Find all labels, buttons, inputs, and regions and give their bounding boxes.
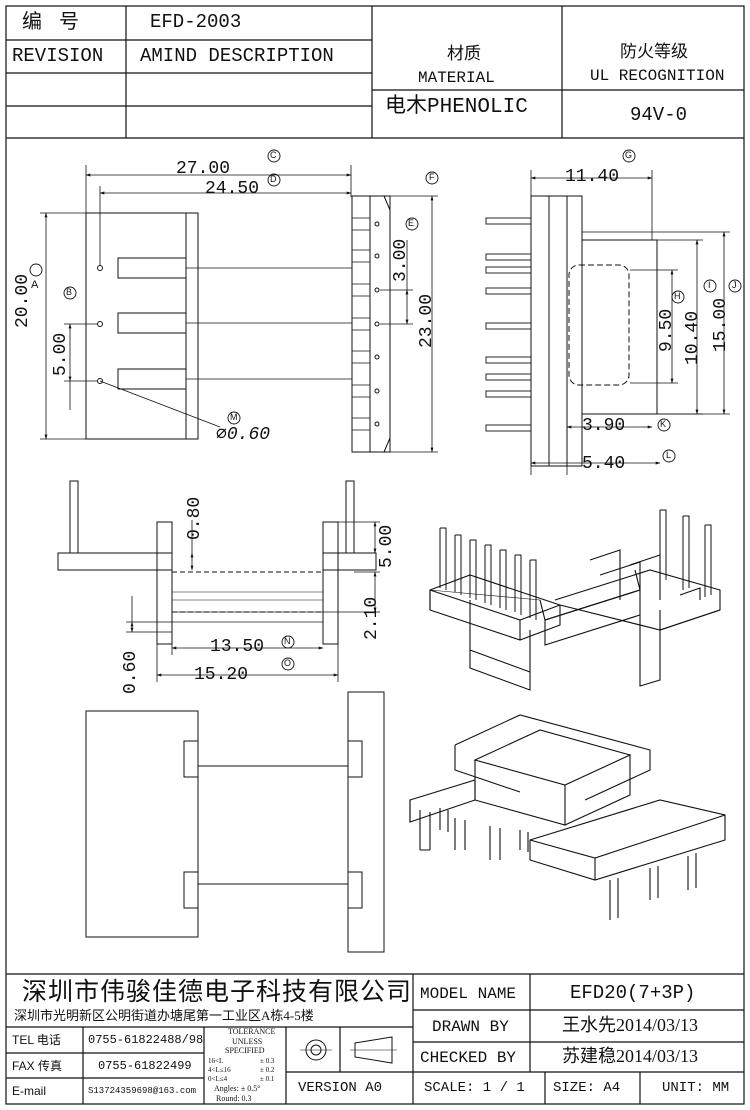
marker-G: G xyxy=(625,150,633,160)
dim-24-5: 24.50 xyxy=(205,179,260,199)
plan-view xyxy=(85,691,385,953)
dim-27: 27.00 xyxy=(176,159,231,179)
tolerance-title-3: SPECIFIED xyxy=(225,1046,265,1055)
dim-15: 15.00 xyxy=(711,297,731,352)
dim-23: 23.00 xyxy=(417,293,437,348)
tol-2-value: ± 0.2 xyxy=(260,1066,275,1074)
right-view xyxy=(485,195,658,467)
dim-13-5: 13.50 xyxy=(210,637,265,657)
ul-value: 94V-0 xyxy=(630,104,688,126)
marker-H: H xyxy=(674,291,681,301)
dim-pin-dia: ⌀0.60 xyxy=(216,425,271,445)
fax-label: FAX 传真 xyxy=(12,1059,63,1073)
marker-E: E xyxy=(408,218,415,228)
marker-I: I xyxy=(708,280,711,290)
unit: UNIT: MM xyxy=(662,1080,730,1096)
dim-9-5: 9.50 xyxy=(657,308,677,352)
dim-15-2: 15.20 xyxy=(194,665,249,685)
scale: SCALE: 1 / 1 xyxy=(424,1080,525,1096)
dim-3: 3.00 xyxy=(391,238,411,282)
model-label: MODEL NAME xyxy=(420,985,517,1003)
marker-C: C xyxy=(270,150,277,160)
number-label: 编 号 xyxy=(22,11,85,33)
marker-O: O xyxy=(284,658,292,668)
checked-label: CHECKED BY xyxy=(420,1049,517,1067)
marker-A: A xyxy=(31,279,39,291)
material-en: MATERIAL xyxy=(418,69,495,87)
email-label: E-mail xyxy=(12,1084,47,1098)
fax-value: 0755-61822499 xyxy=(98,1059,192,1073)
model-value: EFD20(7+3P) xyxy=(570,982,696,1004)
elevation-dimensions xyxy=(126,520,380,682)
ul-en: UL RECOGNITION xyxy=(590,67,725,85)
tol-1-value: ± 0.3 xyxy=(260,1057,275,1065)
dim-5-top: 5.00 xyxy=(377,524,397,568)
dim-11-4: 11.40 xyxy=(565,167,620,187)
tol-round: Round: 0.3 xyxy=(216,1094,252,1103)
dim-2-1: 2.10 xyxy=(362,596,382,640)
marker-B: B xyxy=(66,287,73,297)
side-view xyxy=(351,195,391,453)
isometric-view-bottom xyxy=(409,714,726,920)
ul-cn: 防火等级 xyxy=(620,42,688,61)
elevation-view xyxy=(57,480,377,645)
tolerance-title-2: UNLESS xyxy=(232,1037,263,1046)
tol-angles: Angles: ± 0.5° xyxy=(214,1084,261,1093)
marker-J: J xyxy=(732,280,737,290)
isometric-view-top xyxy=(429,509,721,691)
frame xyxy=(5,5,745,1105)
dim-10-4: 10.40 xyxy=(683,310,703,365)
dim-3-9: 3.90 xyxy=(582,416,626,436)
paper-size: SIZE: A4 xyxy=(553,1080,621,1096)
tol-3-value: ± 0.1 xyxy=(260,1075,275,1083)
marker-F: F xyxy=(429,172,435,182)
email-value: S13724359698@163.com xyxy=(88,1086,197,1096)
dim-5-4: 5.40 xyxy=(582,454,626,474)
material-cn: 材质 xyxy=(447,44,481,63)
amend-label: AMIND DESCRIPTION xyxy=(140,45,334,67)
number-value: EFD-2003 xyxy=(150,11,242,33)
dim-5: 5.00 xyxy=(51,332,71,376)
checked-value: 苏建稳2014/03/13 xyxy=(562,1046,699,1066)
tol-3-range: 0<L≤4 xyxy=(208,1075,228,1083)
dim-0-8: 0.80 xyxy=(185,496,205,540)
marker-K: K xyxy=(660,419,667,429)
tol-2-range: 4<L≤16 xyxy=(208,1066,231,1074)
side-view-dimensions xyxy=(380,195,438,453)
revision-label: REVISION xyxy=(12,45,104,67)
tel-value: 0755-61822488/98 xyxy=(88,1033,204,1047)
front-view-dimensions xyxy=(40,165,352,440)
version: VERSION A0 xyxy=(298,1080,383,1096)
tolerance-title-1: TOLERANCE xyxy=(228,1027,276,1036)
markers xyxy=(29,149,742,671)
drawn-value: 王水先2014/03/13 xyxy=(562,1015,699,1035)
front-view xyxy=(85,212,352,440)
company-address: 深圳市光明新区公明街道办塘尾第一工业区A栋4-5楼 xyxy=(14,1008,314,1023)
dim-0-6: 0.60 xyxy=(121,650,141,694)
marker-N: N xyxy=(284,636,291,646)
dim-20: 20.00 xyxy=(13,273,33,328)
marker-D: D xyxy=(270,174,277,184)
marker-L: L xyxy=(666,450,672,460)
projection-symbol xyxy=(300,1036,397,1064)
right-view-dimensions xyxy=(530,170,730,475)
company-name: 深圳市伟骏佳德电子科技有限公司 xyxy=(22,979,413,1006)
tol-1-range: 16<L xyxy=(208,1057,224,1065)
drawn-label: DRAWN BY xyxy=(432,1018,509,1036)
marker-M: M xyxy=(230,412,238,422)
material-value: 电木PHENOLIC xyxy=(385,96,528,119)
tel-label: TEL 电话 xyxy=(12,1033,61,1047)
